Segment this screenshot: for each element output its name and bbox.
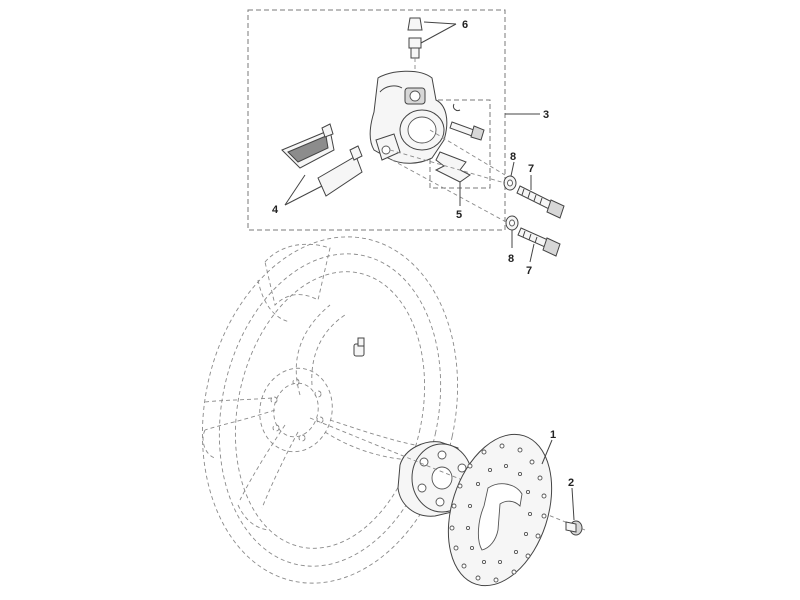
pad-spring — [434, 151, 471, 183]
callout-4: 4 — [272, 204, 279, 216]
callout-2: 2 — [568, 477, 574, 489]
leader-lines — [284, 21, 575, 521]
washer-lower — [505, 215, 519, 231]
bleeder-valve — [407, 17, 423, 72]
brake-disc — [447, 433, 553, 587]
washer-upper — [503, 175, 517, 191]
callout-6: 6 — [462, 19, 468, 31]
caliper-pin — [449, 103, 485, 141]
brake-pads — [281, 123, 363, 197]
callout-8-upper: 8 — [510, 151, 516, 163]
valve-stem — [353, 337, 365, 357]
callout-7-upper: 7 — [528, 163, 534, 175]
callout-8-lower: 8 — [508, 253, 514, 265]
wheel-phantom — [201, 236, 459, 584]
callout-7-lower: 7 — [526, 265, 532, 277]
brake-caliper — [369, 70, 448, 164]
bolt-upper — [516, 185, 565, 219]
callout-1: 1 — [550, 429, 556, 441]
caliper-assembly-box — [247, 9, 506, 231]
callout-5: 5 — [456, 209, 462, 221]
callout-3: 3 — [543, 109, 549, 121]
disc-screw — [565, 520, 583, 536]
bolt-lower — [517, 227, 561, 257]
